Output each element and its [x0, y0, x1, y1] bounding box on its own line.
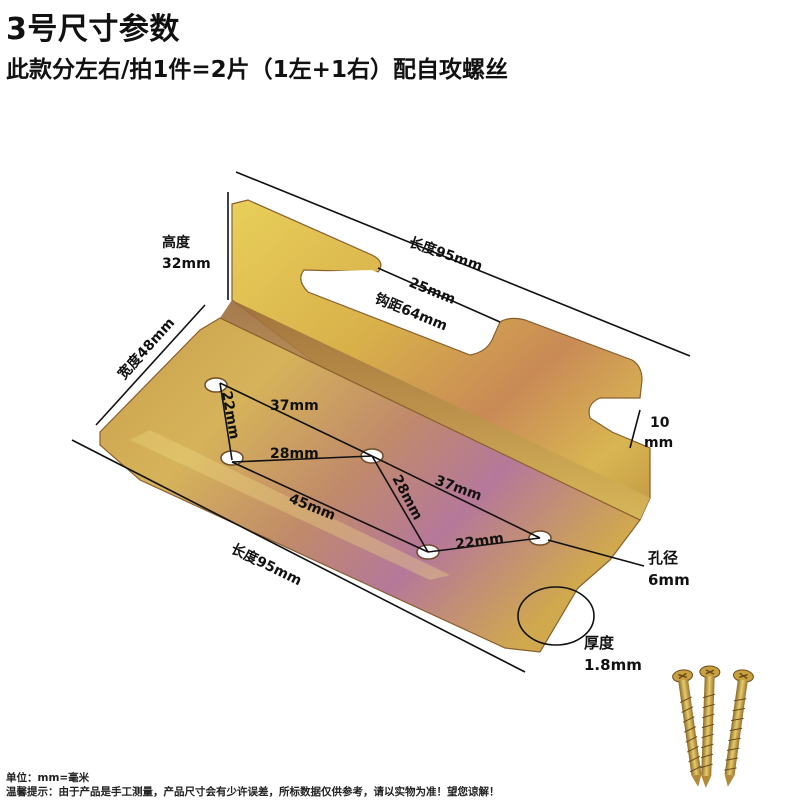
bracket-base-plate — [99, 317, 641, 653]
disclaimer-note: 温馨提示：由于产品是手工测量，产品尺寸会有少许误差，所标数据仅供参考，请以实物为… — [6, 786, 500, 798]
hole-22-bottom-label: 22mm — [454, 530, 504, 553]
hole-diameter-label: 孔径 — [648, 549, 678, 567]
thickness-circle — [517, 586, 595, 646]
slot-depth-unit: mm — [644, 435, 673, 451]
screw — [724, 669, 754, 787]
thickness-value: 1.8mm — [584, 656, 642, 674]
height-label: 高度 — [162, 234, 191, 251]
page-title: 3号尺寸参数 — [6, 12, 180, 47]
thickness-label: 厚度 — [584, 634, 615, 652]
hole-37-top-label: 37mm — [270, 398, 319, 414]
bracket-bend — [220, 300, 650, 520]
screw — [699, 665, 721, 788]
top-length-label: 长度95mm — [407, 234, 485, 275]
hole-28-mid-label: 28mm — [270, 446, 319, 462]
height-value: 32mm — [162, 256, 211, 272]
hole-diameter-value: 6mm — [648, 571, 690, 589]
slot-depth-value: 10 — [650, 415, 670, 431]
unit-note: 单位：mm=毫米 — [6, 772, 90, 784]
screws-image — [672, 665, 754, 788]
outer-dimension-lines — [71, 171, 691, 673]
page-subtitle: 此款分左右/拍1件=2片（1左+1右）配自攻螺丝 — [6, 57, 508, 83]
screw — [672, 669, 702, 787]
hole-dimension-lines — [219, 382, 541, 553]
